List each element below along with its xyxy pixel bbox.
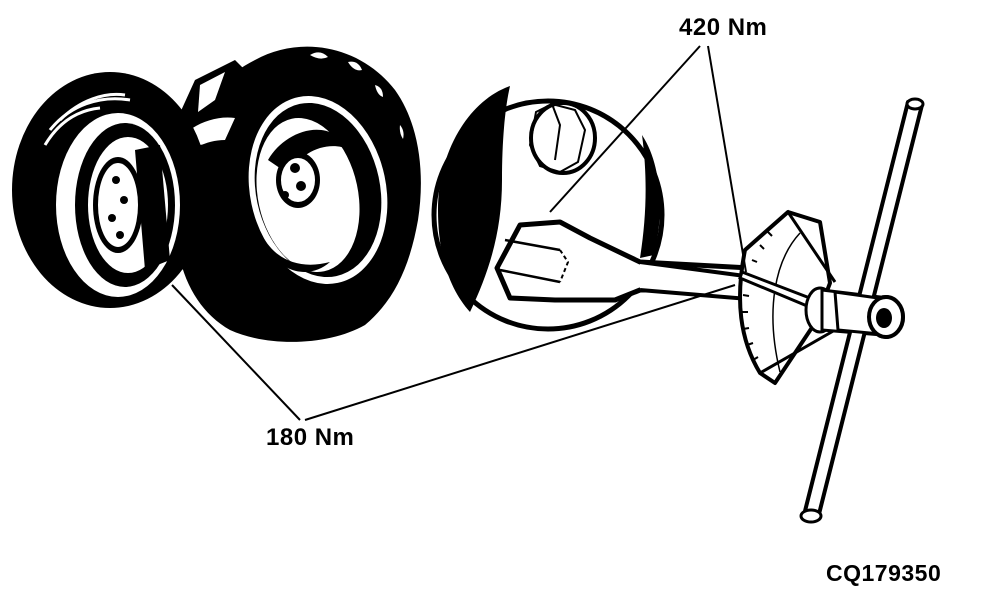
dual-wheels-illustration <box>12 46 421 342</box>
figure-code: CQ179350 <box>826 560 942 586</box>
front-tire <box>12 72 208 308</box>
torque-label-180: 180 Nm <box>266 424 355 451</box>
torque-wrench <box>639 97 925 524</box>
rear-tire <box>175 46 421 342</box>
leader-lines <box>171 45 747 421</box>
leader-180-to-wheel <box>171 284 301 421</box>
leader-180-to-dial <box>304 284 736 421</box>
detail-inset <box>431 86 753 332</box>
hex-nut-detail <box>528 101 597 175</box>
leader-420-to-dial <box>707 45 747 273</box>
leader-420-to-nut <box>549 45 701 213</box>
torque-label-420: 420 Nm <box>679 14 768 41</box>
